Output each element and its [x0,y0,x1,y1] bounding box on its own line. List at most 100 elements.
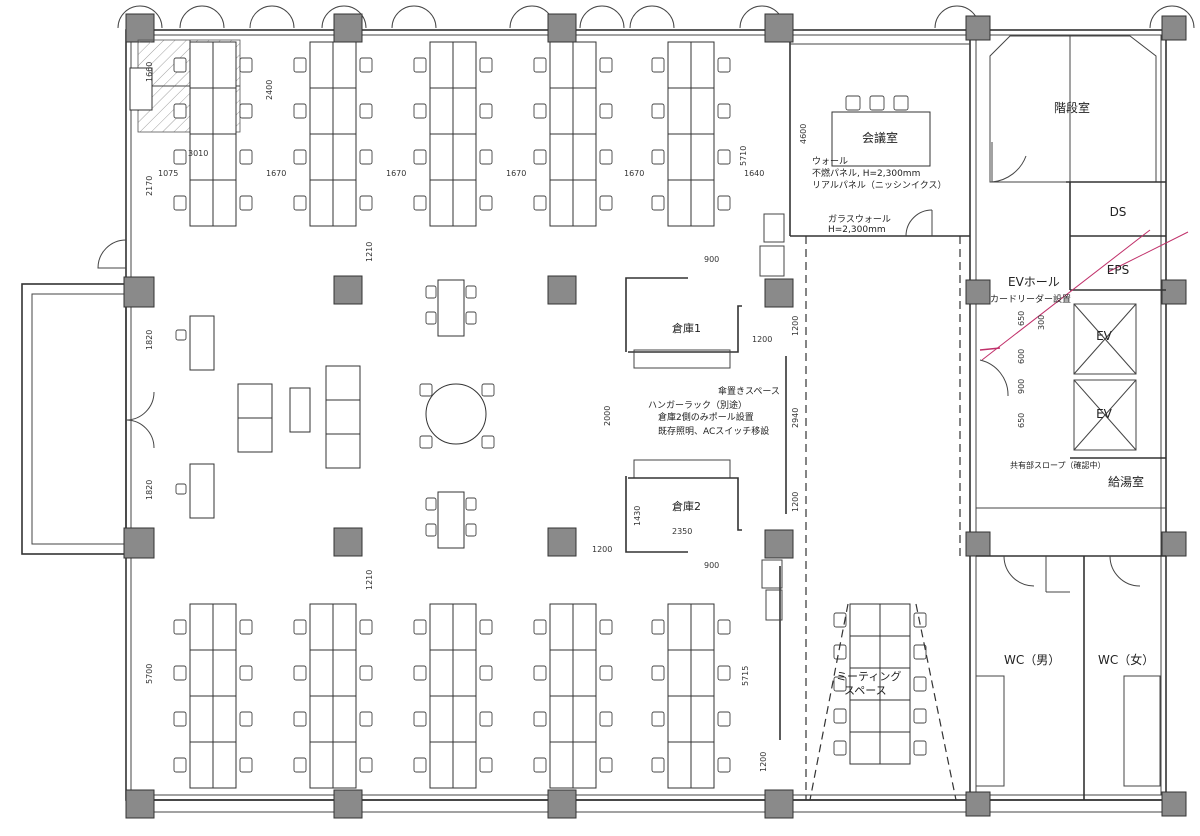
chair [173,619,187,635]
desk [667,41,692,89]
desk [309,649,334,697]
chair [173,757,187,773]
middle-furniture [175,279,487,549]
desk [452,87,477,135]
desk [849,635,881,669]
chair [359,149,373,165]
dim-1660: 1660 [145,62,154,82]
chair [599,57,613,73]
chair [413,665,427,681]
note-switch: 既存照明、ACスイッチ移設 [658,425,769,437]
desk [332,603,357,651]
chair [239,619,253,635]
chair [359,711,373,727]
chair [465,311,477,325]
desk [879,603,911,637]
desk [212,179,237,227]
chair [651,665,665,681]
chair [359,57,373,73]
dim-1670-a: 1670 [266,169,286,178]
room-label-ds: DS [1110,205,1127,219]
chair [173,195,187,211]
desk [332,179,357,227]
meeting-space-outline [809,603,957,801]
chair [239,711,253,727]
chair [359,665,373,681]
dim-1640: 1640 [744,169,764,178]
desk [332,133,357,181]
desk [212,41,237,89]
room-label-conference: 会議室 [862,130,898,145]
chair [359,757,373,773]
chair [533,665,547,681]
desk [429,603,454,651]
note-hanger: ハンガーラック（別途） [648,399,747,411]
chair [239,757,253,773]
note-glass-1: ガラスウォール [828,214,891,225]
grid-arcs [117,5,1195,29]
chair [419,435,433,449]
chair [479,103,493,119]
chair [533,711,547,727]
chair [599,757,613,773]
chair [293,757,307,773]
dim-1210-a: 1210 [365,242,374,262]
dim-900-c: 900 [1017,379,1026,394]
desk [572,41,597,89]
note-wall-1: ウォール [812,156,848,167]
note-pole: 倉庫2側のみポール設置 [658,411,754,423]
chair [293,57,307,73]
room-label-meeting-space-2: スペース [844,684,887,697]
desk [572,603,597,651]
chair [651,195,665,211]
chair [599,665,613,681]
chair [833,676,847,692]
chair [413,619,427,635]
desk [879,731,911,765]
chair [293,149,307,165]
dim-300: 300 [1037,315,1046,330]
chair [717,711,731,727]
dim-1670-d: 1670 [624,169,644,178]
desk [572,741,597,789]
chair [913,612,927,628]
desk [667,133,692,181]
chair [833,708,847,724]
chair [717,57,731,73]
desk [452,41,477,89]
outer-walls [21,29,1167,813]
desk [549,603,574,651]
conference-furniture [831,95,933,237]
chair [173,711,187,727]
chair [599,103,613,119]
chair [717,665,731,681]
room-label-ev-1: EV [1096,329,1113,343]
desk [452,603,477,651]
desk [212,741,237,789]
dim-900-b: 900 [704,561,719,570]
desk [667,695,692,743]
dim-1430: 1430 [633,506,642,526]
desk [452,741,477,789]
desk [879,635,911,669]
chair [481,383,495,397]
doors [97,239,1141,587]
desk [429,649,454,697]
room-label-stairs: 階段室 [1054,100,1090,115]
desk [189,603,214,651]
dim-1670-c: 1670 [506,169,526,178]
desk [212,133,237,181]
chair [717,103,731,119]
chair [413,195,427,211]
desk [572,87,597,135]
desk [549,741,574,789]
desk [667,741,692,789]
dim-5715: 5715 [741,666,750,686]
chair [479,757,493,773]
chair [413,57,427,73]
chair [465,285,477,299]
desk [549,179,574,227]
dim-5700: 5700 [145,664,154,684]
desk [849,699,881,733]
desk-islands-top [173,41,731,227]
